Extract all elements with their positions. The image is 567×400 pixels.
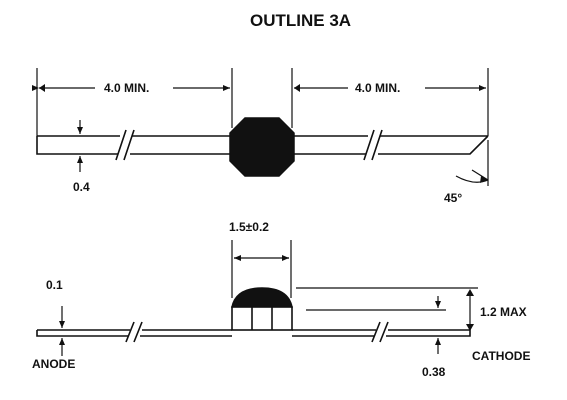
side-left-break-2 bbox=[133, 321, 143, 343]
left-lead bbox=[36, 135, 232, 155]
height-label: 1.2 MAX bbox=[480, 305, 527, 319]
offset-label: 0.38 bbox=[422, 365, 446, 379]
side-right-lead bbox=[292, 329, 471, 337]
left-dim-arrow-left bbox=[39, 84, 45, 92]
body-base bbox=[231, 306, 293, 331]
left-lead-break-1 bbox=[115, 129, 127, 161]
lead-thickness-label: 0.1 bbox=[46, 278, 63, 292]
right-lead-break-1 bbox=[363, 129, 375, 161]
body-width-label: 1.5±0.2 bbox=[229, 220, 269, 234]
side-right-break-1 bbox=[371, 321, 381, 343]
right-lead bbox=[292, 135, 489, 155]
angle-arrow bbox=[480, 176, 488, 183]
height-arrow-top bbox=[466, 289, 474, 296]
left-lead-break-2 bbox=[123, 129, 135, 161]
side-view: 1.5±0.2 0.1 ANODE 1.2 MAX 0.38 CATHODE bbox=[32, 220, 530, 379]
cathode-label: CATHODE bbox=[472, 349, 530, 363]
top-view: 4.0 MIN. 4.0 MIN. 0.4 45° bbox=[32, 68, 489, 205]
right-lead-dim-label: 4.0 MIN. bbox=[355, 81, 400, 95]
right-lead-break-2 bbox=[371, 129, 383, 161]
left-lead-dim-label: 4.0 MIN. bbox=[104, 81, 149, 95]
anode-label: ANODE bbox=[32, 357, 75, 371]
angle-ref-line bbox=[471, 169, 489, 181]
diode-body bbox=[229, 117, 295, 177]
side-left-lead bbox=[36, 329, 232, 337]
side-right-break-2 bbox=[379, 321, 389, 343]
lead-dia-label: 0.4 bbox=[73, 180, 90, 194]
angle-label: 45° bbox=[444, 191, 462, 205]
side-left-break-1 bbox=[125, 321, 135, 343]
drawing-title: OUTLINE 3A bbox=[250, 11, 351, 30]
dome-top bbox=[231, 287, 293, 308]
